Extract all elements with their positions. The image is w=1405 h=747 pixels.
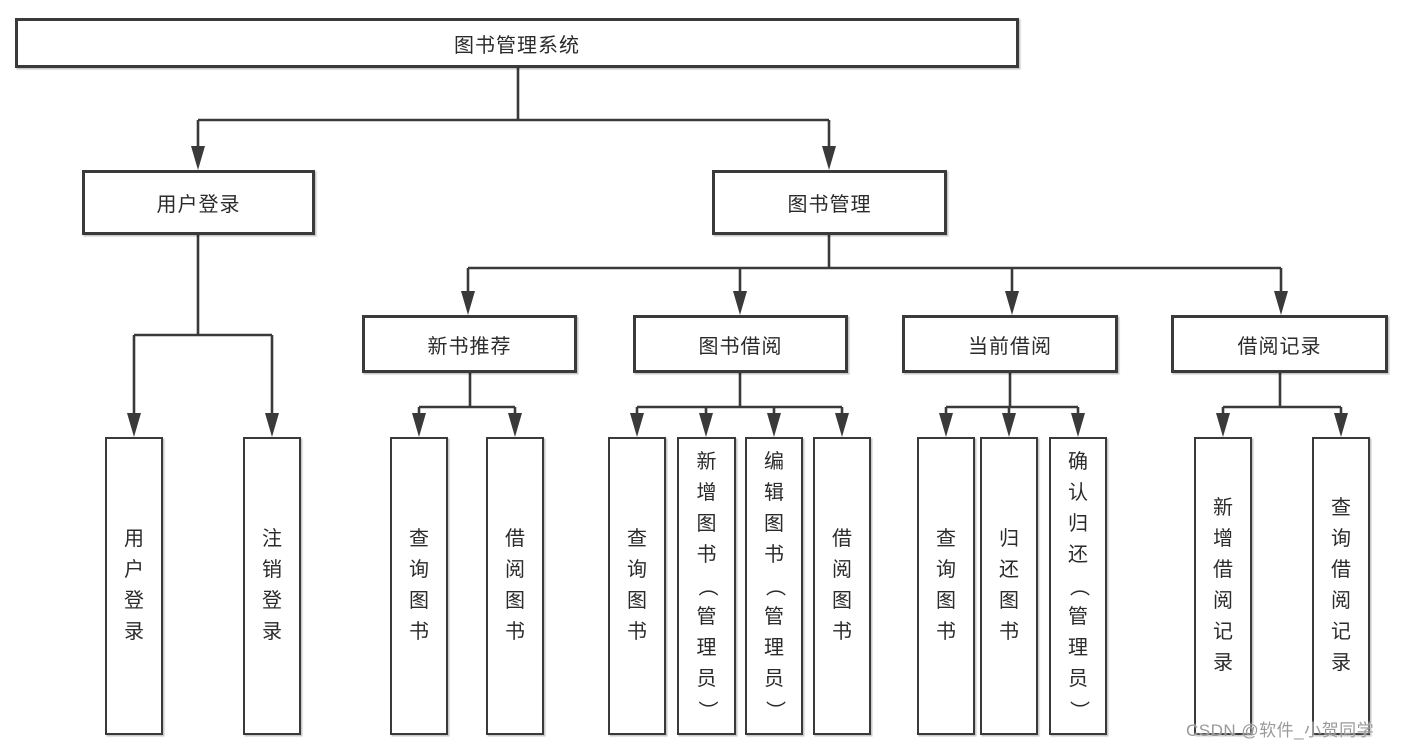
node-current-borrow: 当前借阅 <box>902 315 1118 373</box>
arrowhead <box>1334 413 1348 437</box>
arrowhead <box>412 413 426 437</box>
arrowhead <box>508 413 522 437</box>
leaf-add-borrow-record: 新增借阅记录 <box>1194 437 1252 735</box>
leaf-borrow-book-2: 借阅图书 <box>813 437 871 735</box>
arrowhead <box>1071 413 1085 437</box>
node-book-borrow: 图书借阅 <box>633 315 848 373</box>
connector-userlogin-to-leaves <box>132 235 274 416</box>
leaf-add-book-admin: 新增图书（管理员） <box>677 437 736 735</box>
arrowhead <box>767 413 781 437</box>
arrowhead <box>1216 413 1230 437</box>
leaf-user-login: 用户登录 <box>105 437 163 735</box>
arrowhead <box>1002 413 1016 437</box>
arrowhead <box>461 291 475 315</box>
leaf-query-borrow-record: 查询借阅记录 <box>1312 437 1370 735</box>
arrowhead <box>265 413 279 437</box>
arrowhead <box>822 146 836 170</box>
arrowhead <box>733 291 747 315</box>
arrowhead <box>939 413 953 437</box>
connector-newbook-to-leaves <box>417 373 517 416</box>
arrowhead <box>127 413 141 437</box>
node-root: 图书管理系统 <box>15 18 1019 68</box>
connector-bookborrow-to-leaves <box>635 373 844 416</box>
connector-currentborrow-to-leaves <box>944 373 1080 416</box>
arrowhead <box>630 413 644 437</box>
node-user-login: 用户登录 <box>82 170 315 235</box>
connector-borrowrecord-to-leaves <box>1221 373 1343 416</box>
arrowhead <box>699 413 713 437</box>
connector-strokes <box>132 68 1343 416</box>
watermark: CSDN @软件_小贺同学 <box>1186 721 1375 740</box>
connector-bookmgmt-to-level3 <box>466 235 1283 294</box>
leaf-query-book-1: 查询图书 <box>390 437 448 735</box>
connector-root-to-level2 <box>196 68 831 150</box>
arrowhead <box>835 413 849 437</box>
arrowhead <box>1274 291 1288 315</box>
leaf-query-book-3: 查询图书 <box>917 437 975 735</box>
leaf-return-book: 归还图书 <box>980 437 1038 735</box>
leaf-confirm-return-admin: 确认归还（管理员） <box>1049 437 1107 735</box>
node-borrow-record: 借阅记录 <box>1171 315 1388 373</box>
arrowhead <box>1005 291 1019 315</box>
connector-arrowheads <box>127 146 1348 437</box>
node-book-management: 图书管理 <box>712 170 947 235</box>
leaf-borrow-book-1: 借阅图书 <box>486 437 544 735</box>
arrowhead <box>191 146 205 170</box>
node-new-book-recommend: 新书推荐 <box>362 315 577 373</box>
leaf-edit-book-admin: 编辑图书（管理员） <box>745 437 803 735</box>
leaf-logout: 注销登录 <box>243 437 301 735</box>
leaf-query-book-2: 查询图书 <box>608 437 666 735</box>
